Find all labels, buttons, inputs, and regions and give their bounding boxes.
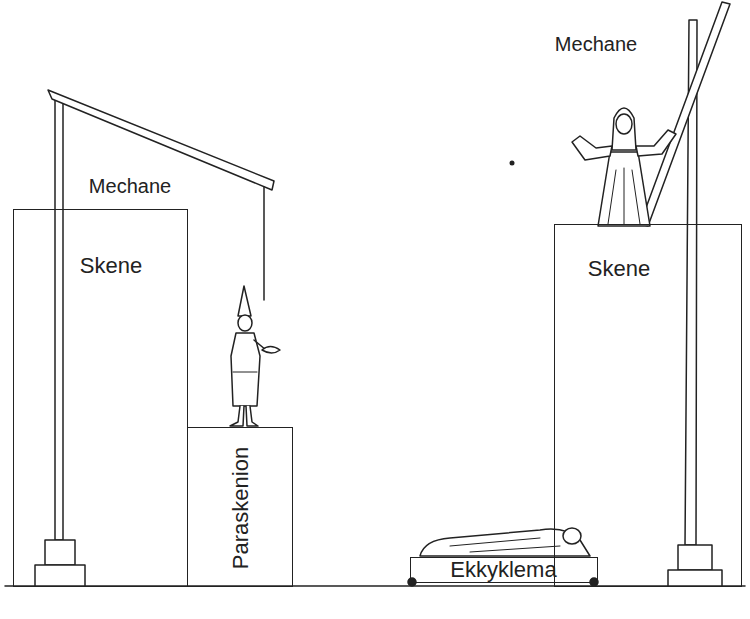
lying-figure bbox=[420, 528, 590, 556]
part-label: Mechane bbox=[553, 34, 639, 54]
deity-figure bbox=[572, 108, 676, 226]
skene-building: Skene bbox=[13, 209, 188, 587]
paraskenion-platform: Paraskenion bbox=[187, 427, 293, 587]
part-name: Ekkyklema bbox=[450, 559, 556, 581]
part-name: Skene bbox=[588, 258, 650, 280]
right-crane bbox=[640, 2, 730, 586]
part-name: Paraskenion bbox=[230, 447, 252, 569]
dot bbox=[510, 161, 515, 166]
skene-building: Skene bbox=[554, 224, 742, 587]
ekkyklema-platform: Ekkyklema bbox=[410, 557, 598, 583]
part-label: Mechane bbox=[87, 176, 173, 196]
left-crane bbox=[35, 90, 274, 586]
wheel bbox=[590, 578, 598, 586]
part-name: Skene bbox=[80, 255, 142, 277]
actor-figure bbox=[230, 286, 280, 426]
